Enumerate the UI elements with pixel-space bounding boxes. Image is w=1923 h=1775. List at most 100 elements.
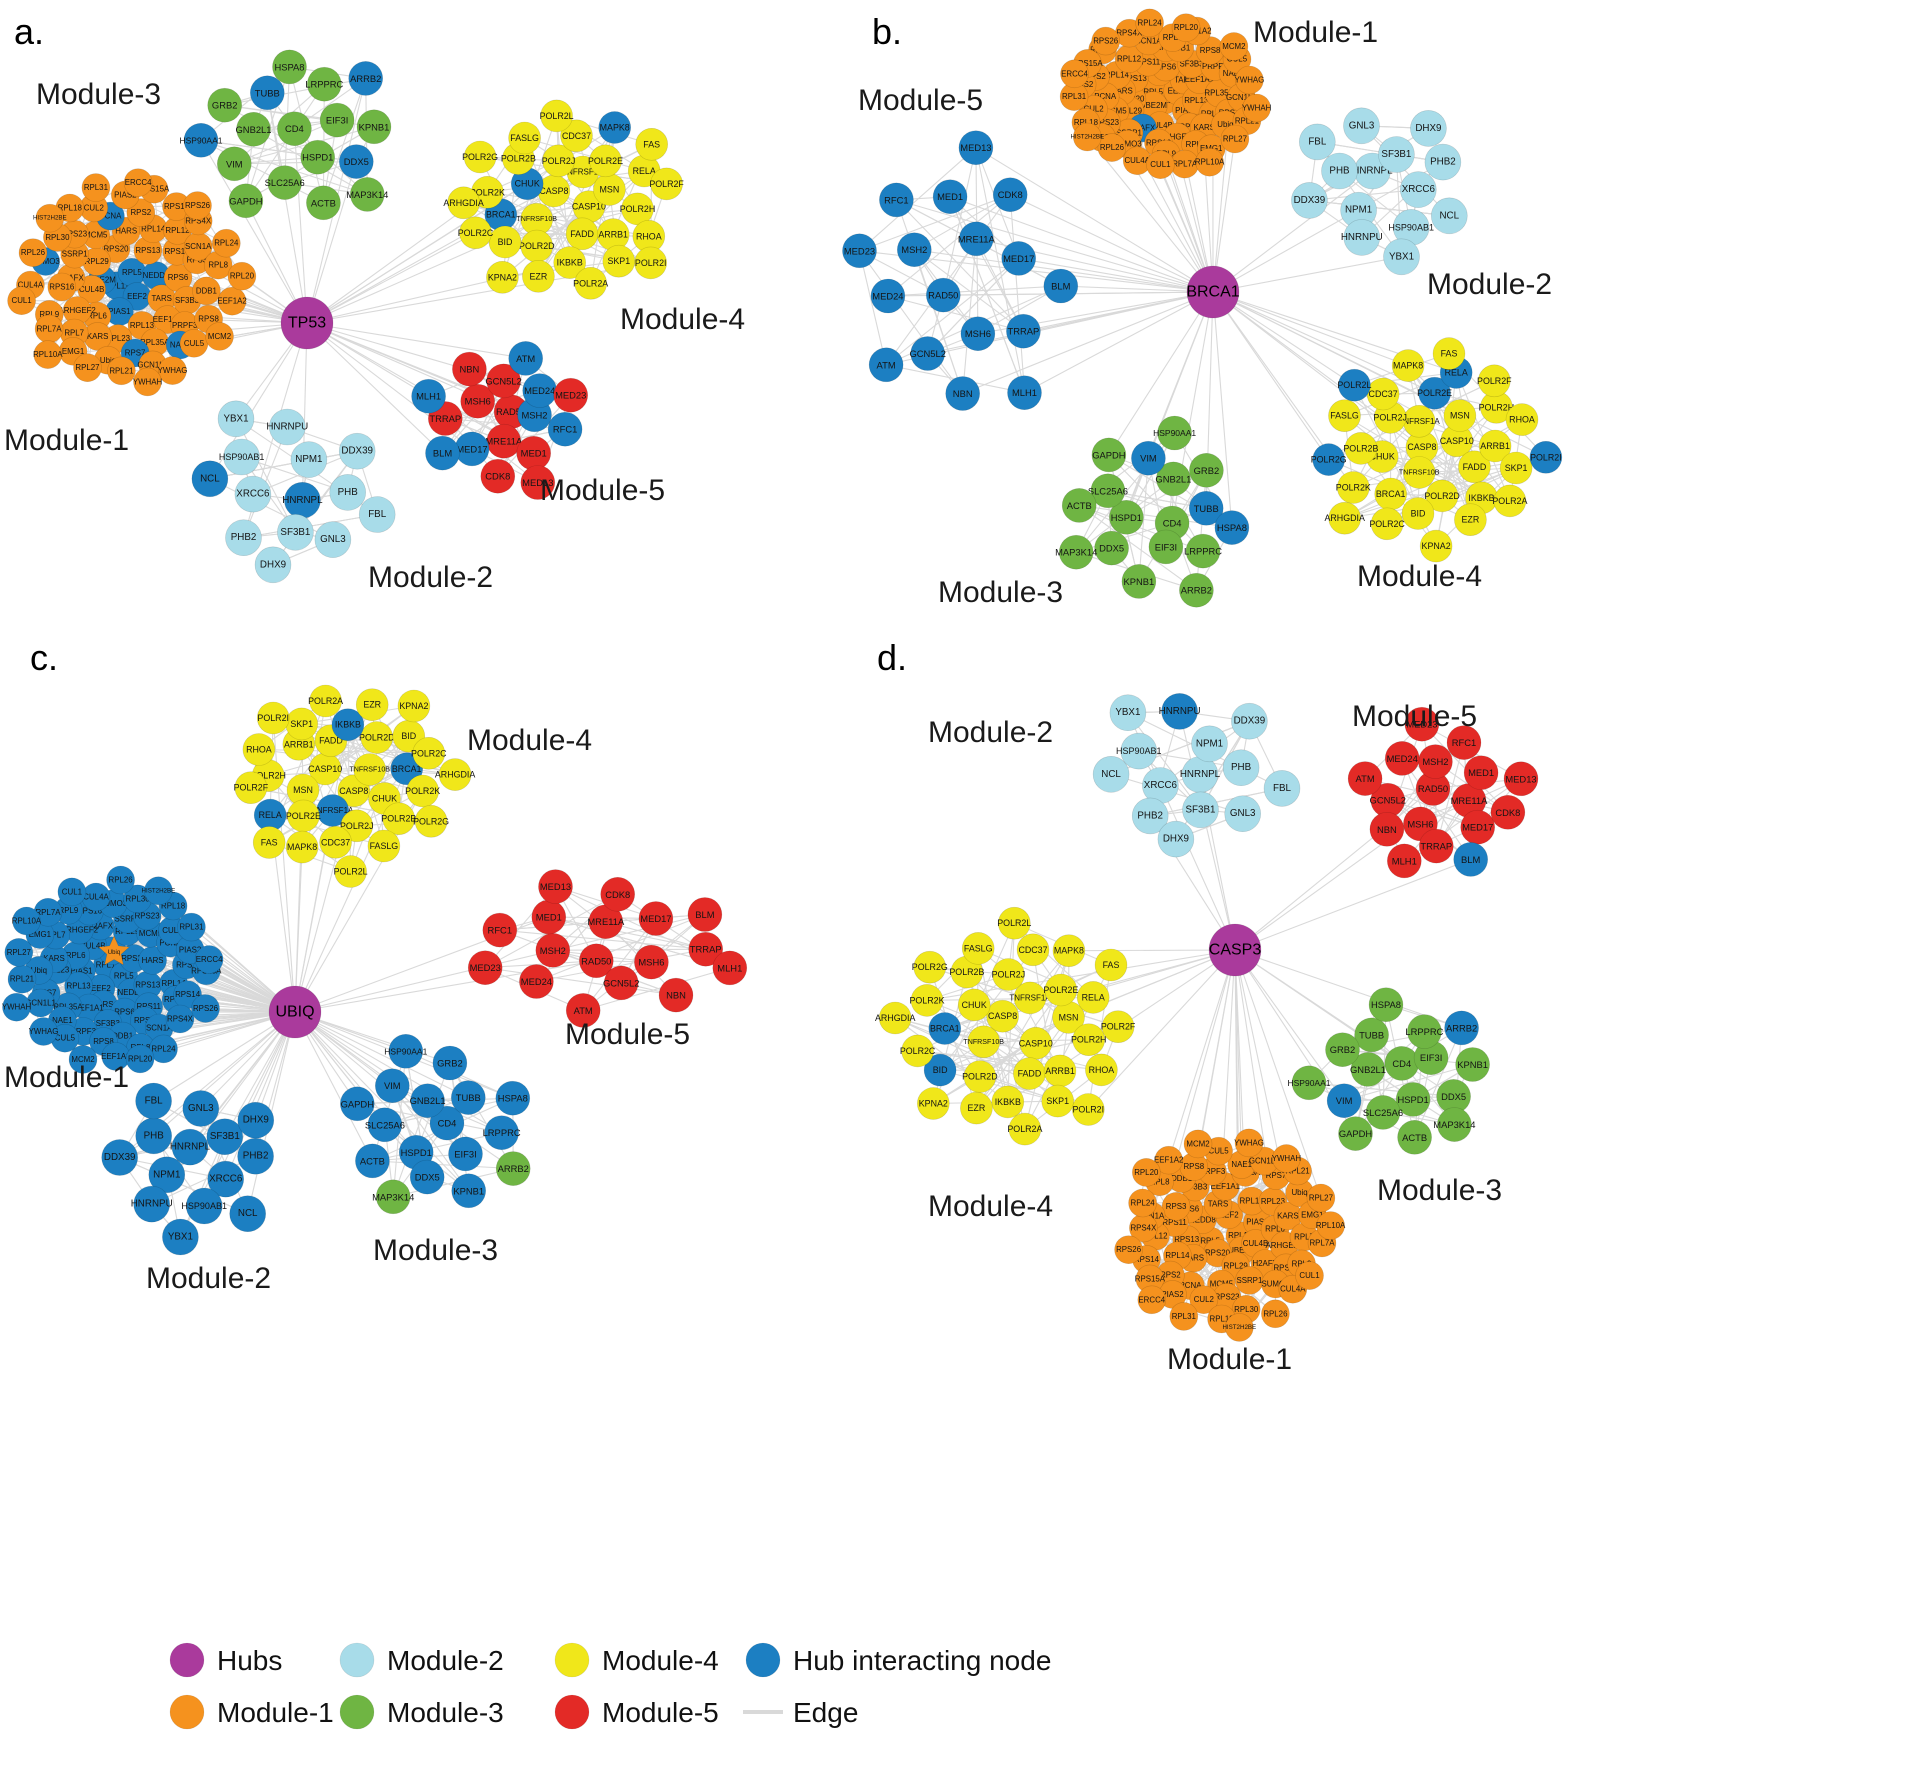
node-MED13[interactable] [520, 465, 556, 500]
node-ARRB2[interactable] [1179, 572, 1214, 608]
node-PHB2[interactable] [1131, 797, 1169, 835]
node-POLR2J[interactable] [542, 144, 575, 178]
node-HIST2H2BE[interactable] [1225, 1313, 1254, 1342]
node-GCN5L2[interactable] [603, 965, 639, 1001]
node-HNRNPL[interactable] [171, 1128, 209, 1166]
node-NCL[interactable] [191, 460, 229, 498]
node-HSPA8[interactable] [495, 1080, 531, 1116]
node-ARHGDIA[interactable] [447, 186, 480, 220]
node-POLR2E[interactable] [1044, 973, 1078, 1007]
node-MED17[interactable] [454, 431, 490, 467]
node-CUL1[interactable] [7, 286, 36, 316]
node-ARHGDIA[interactable] [1328, 501, 1361, 535]
node-DDX5[interactable] [409, 1159, 445, 1195]
node-MED13[interactable] [1503, 761, 1539, 797]
node-EEF1A2[interactable] [217, 286, 247, 316]
node-RPL26[interactable] [1097, 133, 1127, 162]
node-ARRB2[interactable] [348, 61, 384, 96]
node-ARRB1[interactable] [1043, 1054, 1077, 1088]
node-PHB[interactable] [1321, 152, 1358, 190]
node-MED24[interactable] [522, 373, 558, 408]
node-HSP90AB1[interactable] [185, 1187, 223, 1225]
node-MSN[interactable] [1443, 399, 1477, 432]
node-NPM1[interactable] [1191, 725, 1228, 763]
node-MLH1[interactable] [411, 378, 446, 414]
node-GNL3[interactable] [182, 1090, 220, 1127]
node-RPS26[interactable] [183, 191, 212, 220]
node-FBL[interactable] [1263, 770, 1301, 807]
node-RFC1[interactable] [1446, 725, 1482, 760]
node-DDX5[interactable] [338, 144, 374, 179]
node-GNB2L1[interactable] [236, 112, 271, 147]
node-POLR2F[interactable] [234, 771, 268, 805]
node-HSP90AB1[interactable] [1120, 732, 1158, 770]
node-CDC37[interactable] [560, 119, 593, 153]
node-MSN[interactable] [593, 173, 626, 206]
node-SSRP1[interactable] [1235, 1266, 1264, 1295]
node-CDC37[interactable] [1366, 377, 1400, 411]
node-BRCA1[interactable] [928, 1012, 962, 1045]
node-YBX1[interactable] [162, 1218, 199, 1256]
node-RFC1[interactable] [547, 411, 583, 447]
node-NBN[interactable] [658, 977, 694, 1013]
node-MAP3K14[interactable] [1437, 1107, 1472, 1142]
node-YBX1[interactable] [217, 400, 255, 438]
node-PHB2[interactable] [225, 519, 262, 557]
node-TUBB[interactable] [450, 1080, 486, 1115]
node-IKBKB[interactable] [331, 708, 365, 742]
node-FASLG[interactable] [367, 829, 401, 863]
node-TNFRSF10B[interactable] [967, 1025, 1001, 1059]
node-TRRAP[interactable] [1419, 828, 1454, 864]
node-RPL26[interactable] [106, 865, 135, 895]
node-GCN5L2[interactable] [486, 363, 521, 399]
node-KPNA2[interactable] [1419, 529, 1453, 563]
node-HSPA8[interactable] [1214, 510, 1250, 545]
node-MED17[interactable] [1460, 809, 1495, 845]
node-POLR2K[interactable] [406, 774, 440, 808]
node-ATM[interactable] [565, 993, 601, 1028]
node-CUL1[interactable] [1146, 150, 1175, 179]
node-FAS[interactable] [252, 826, 286, 859]
node-POLR2K[interactable] [910, 984, 944, 1017]
node-MAP3K14[interactable] [349, 177, 385, 212]
node-CDC37[interactable] [319, 825, 352, 859]
node-MSH6[interactable] [460, 383, 496, 419]
node-ACTB[interactable] [1061, 488, 1097, 523]
node-RAD50[interactable] [925, 277, 961, 313]
node-MAPK8[interactable] [1391, 349, 1425, 382]
node-BID[interactable] [923, 1053, 957, 1087]
node-BLM[interactable] [687, 897, 723, 932]
node-HNRNPU[interactable] [133, 1185, 170, 1223]
node-MRE11A[interactable] [486, 423, 522, 459]
node-GNL3[interactable] [314, 521, 352, 558]
node-YWHAG[interactable] [158, 356, 187, 385]
node-YBX1[interactable] [1383, 238, 1420, 276]
node-ARRB2[interactable] [1444, 1010, 1479, 1046]
node-TNFRSF1A[interactable] [1402, 404, 1436, 438]
node-HSPD1[interactable] [300, 139, 336, 175]
node-ATM[interactable] [868, 347, 904, 383]
node-DHX9[interactable] [254, 546, 292, 584]
node-MED23[interactable] [553, 377, 589, 413]
node-ARHGDIA[interactable] [878, 1001, 912, 1035]
node-SLC25A6[interactable] [267, 165, 303, 200]
node-DDX39[interactable] [101, 1139, 138, 1176]
node-TRRAP[interactable] [688, 931, 724, 967]
node-HSPA8[interactable] [272, 49, 307, 85]
node-HNRNPL[interactable] [284, 481, 321, 519]
node-FASLG[interactable] [508, 121, 541, 155]
node-CD4[interactable] [1384, 1046, 1420, 1081]
node-VIM[interactable] [1131, 440, 1166, 476]
node-SKP1[interactable] [1499, 451, 1533, 485]
node-ARRB1[interactable] [596, 218, 630, 251]
node-GAPDH[interactable] [339, 1086, 375, 1122]
node-TUBB[interactable] [249, 75, 285, 111]
node-POLR2C[interactable] [1370, 507, 1404, 541]
node-GNB2L1[interactable] [1156, 461, 1191, 497]
node-RPL10A[interactable] [12, 906, 41, 936]
node-MED23[interactable] [1404, 706, 1440, 742]
node-HNRNPL[interactable] [1181, 756, 1219, 793]
node-POLR2C[interactable] [901, 1034, 934, 1068]
node-RPL27[interactable] [1220, 124, 1250, 154]
node-TNFRSF10B[interactable] [1402, 456, 1436, 489]
